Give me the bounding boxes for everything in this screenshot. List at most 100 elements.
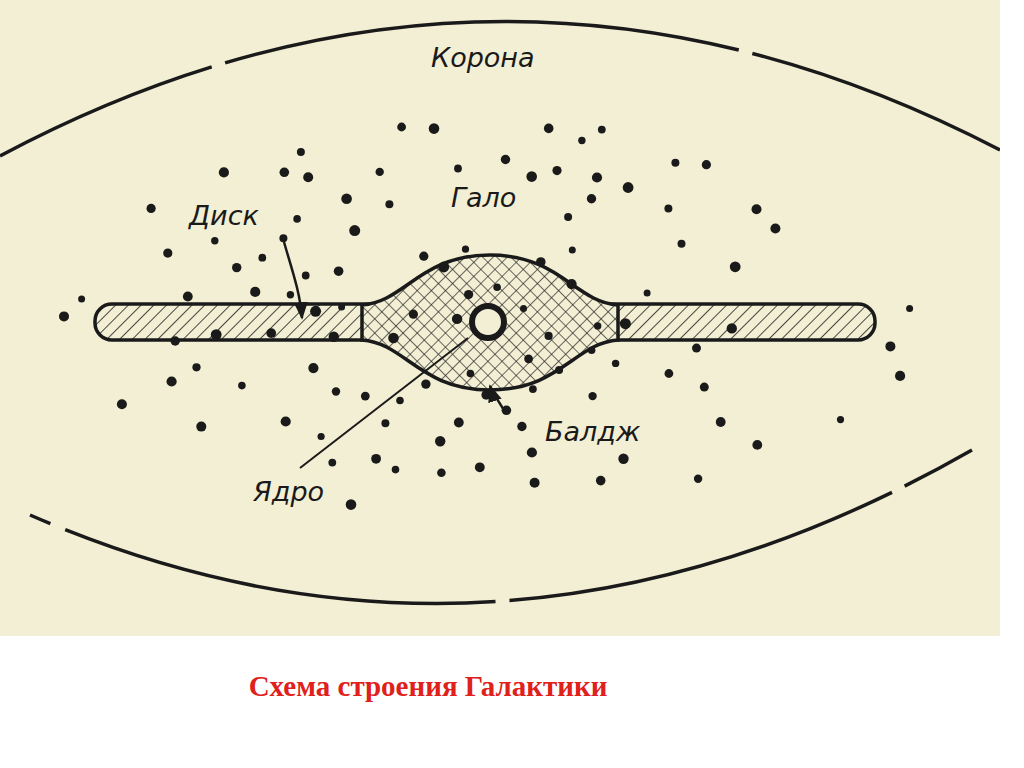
star-dot — [588, 392, 596, 400]
star-dot — [727, 323, 737, 333]
star-dot — [329, 332, 339, 342]
star-dot — [346, 499, 357, 510]
star-dot — [303, 172, 313, 182]
galaxy-illustration — [0, 0, 1000, 636]
star-dot — [592, 172, 602, 182]
star-dot — [536, 257, 546, 267]
star-dot — [310, 306, 321, 317]
star-dot — [211, 329, 222, 340]
star-dot — [885, 341, 895, 351]
star-dot — [437, 469, 446, 478]
star-dot — [524, 354, 533, 363]
caption: Схема строения Галактики — [249, 670, 608, 703]
corona-outline — [30, 450, 972, 603]
star-dot — [664, 205, 672, 213]
star-dot — [567, 279, 577, 289]
star-dot — [279, 234, 287, 242]
star-dot — [895, 371, 905, 381]
star-dot — [396, 397, 404, 405]
star-dot — [454, 418, 464, 428]
star-dot — [211, 237, 218, 244]
star-dot — [280, 168, 290, 178]
nucleus — [472, 306, 504, 338]
star-dot — [700, 383, 709, 392]
star-dot — [569, 247, 576, 254]
star-dot — [527, 447, 537, 457]
star-dot — [620, 318, 631, 329]
star-dot — [338, 303, 345, 310]
star-dot — [520, 305, 527, 312]
galactic-disk — [95, 304, 875, 340]
star-dot — [481, 390, 491, 400]
star-dot — [302, 272, 310, 280]
star-dot — [467, 370, 475, 378]
leader-line — [490, 386, 505, 412]
star-dot — [334, 266, 344, 276]
star-dot — [281, 416, 291, 426]
star-dot — [266, 328, 276, 338]
star-dot — [196, 422, 206, 432]
star-dot — [258, 254, 266, 262]
star-dot — [438, 262, 449, 273]
star-dot — [730, 261, 741, 272]
star-dot — [429, 123, 440, 134]
star-dot — [526, 171, 537, 182]
star-dot — [906, 305, 913, 312]
star-dot — [475, 462, 485, 472]
star-dot — [552, 166, 561, 175]
star-dot — [752, 204, 762, 214]
star-dot — [183, 292, 193, 302]
halo-stars — [59, 123, 913, 510]
star-dot — [421, 379, 430, 388]
star-dot — [596, 476, 606, 486]
star-dot — [702, 160, 711, 169]
star-dot — [349, 225, 360, 236]
star-dot — [530, 478, 540, 488]
star-dot — [341, 193, 352, 204]
star-dot — [397, 123, 406, 132]
star-dot — [388, 333, 399, 344]
star-dot — [308, 363, 318, 373]
star-dot — [250, 287, 260, 297]
star-dot — [219, 167, 229, 177]
star-dot — [501, 155, 510, 164]
star-dot — [545, 332, 553, 340]
star-dot — [385, 200, 393, 208]
star-dot — [238, 382, 246, 390]
star-dot — [332, 387, 340, 395]
star-dot — [578, 137, 585, 144]
star-dot — [555, 366, 563, 374]
star-dot — [232, 263, 241, 272]
star-dot — [612, 360, 619, 367]
star-dot — [192, 363, 200, 371]
star-dot — [692, 344, 701, 353]
star-dot — [78, 296, 85, 303]
star-dot — [493, 284, 501, 292]
star-dot — [454, 165, 462, 173]
leader-line — [300, 338, 468, 468]
star-dot — [564, 213, 572, 221]
part-label: Ядро — [250, 476, 327, 507]
star-dot — [544, 124, 554, 134]
star-dot — [618, 454, 628, 464]
star-dot — [529, 385, 537, 393]
part-label: Гало — [448, 182, 519, 213]
star-dot — [147, 204, 156, 213]
star-dot — [318, 433, 325, 440]
star-dot — [770, 224, 780, 234]
star-dot — [59, 311, 69, 321]
star-dot — [452, 314, 462, 324]
star-dot — [392, 466, 400, 474]
part-label: Диск — [186, 200, 262, 231]
part-label: Балдж — [542, 416, 643, 447]
star-dot — [163, 249, 172, 258]
star-dot — [287, 291, 294, 298]
star-dot — [623, 182, 634, 193]
star-dot — [171, 336, 180, 345]
star-dot — [598, 126, 606, 134]
star-dot — [464, 290, 473, 299]
star-dot — [419, 252, 428, 261]
star-dot — [716, 417, 726, 427]
star-dot — [678, 240, 686, 248]
